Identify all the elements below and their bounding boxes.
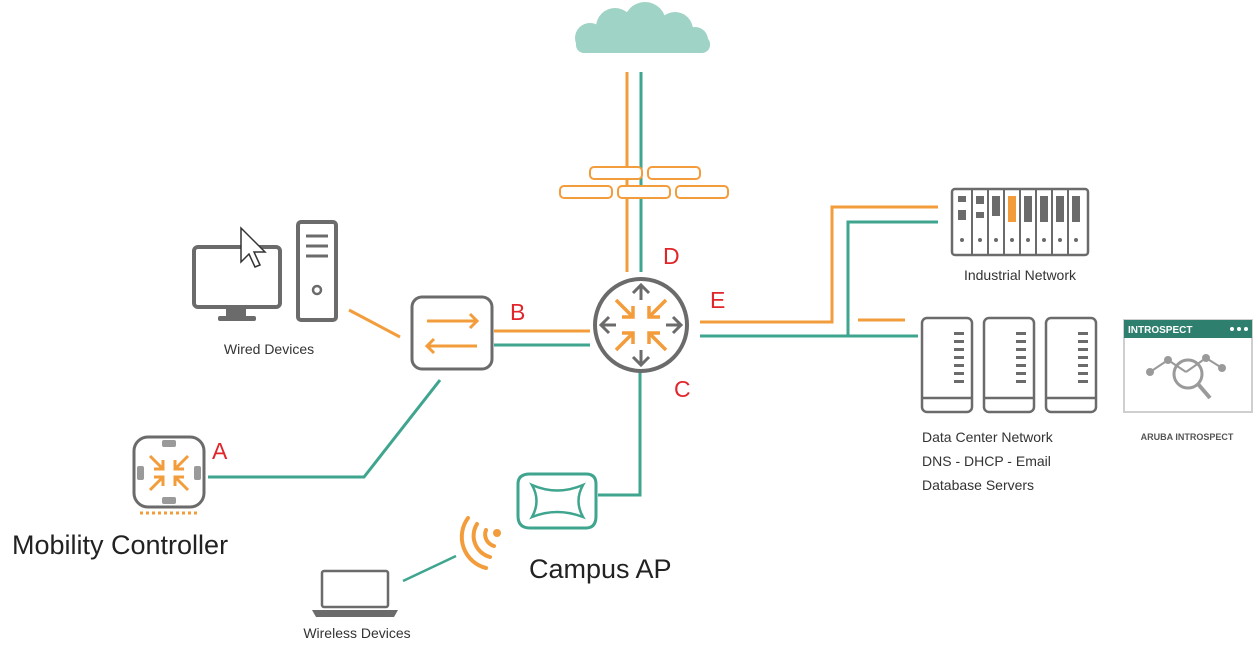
introspect-header-label: INTROSPECT (1128, 325, 1192, 336)
router-icon (593, 277, 689, 373)
network-analytics-icon (1146, 354, 1226, 400)
cloud-icon (575, 2, 710, 53)
campus-ap-label: Campus AP (529, 554, 672, 584)
mobility-controller-icon (132, 435, 206, 515)
marker-a: A (212, 438, 228, 464)
mobility-controller-label: Mobility Controller (12, 530, 228, 560)
link-e-orange-industrial (700, 205, 938, 324)
industrial-network-label: Industrial Network (964, 267, 1077, 283)
marker-b: B (510, 299, 525, 325)
data-center-label-line2: DNS - DHCP - Email (922, 453, 1051, 469)
tower-pc-icon (296, 220, 338, 322)
laptop-icon (312, 569, 398, 617)
data-center-servers-icon (920, 316, 1098, 414)
link-c (598, 372, 642, 497)
wireless-devices-label: Wireless Devices (303, 625, 410, 641)
mouse-cursor-icon (240, 226, 267, 268)
marker-c: C (674, 376, 691, 402)
data-center-label-line3: Database Servers (922, 477, 1034, 493)
connection-lines (208, 72, 938, 583)
marker-e: E (710, 287, 725, 313)
aruba-introspect-label: ARUBA INTROSPECT (1141, 432, 1234, 442)
data-center-label-line1: Data Center Network (922, 429, 1054, 445)
firewall-icon (559, 166, 729, 199)
industrial-network-icon (950, 187, 1090, 257)
monitor-icon (192, 245, 282, 321)
introspect-panel: INTROSPECT (1123, 319, 1253, 413)
switch-icon (410, 295, 494, 371)
access-point-icon (516, 472, 598, 530)
link-a (208, 379, 442, 479)
panel-dots-icon (1230, 327, 1248, 331)
link-wireless (402, 554, 457, 583)
link-wired-devices (348, 308, 401, 339)
wireless-signal-icon (459, 516, 501, 570)
wired-devices-label: Wired Devices (224, 341, 314, 357)
marker-d: D (663, 243, 680, 269)
